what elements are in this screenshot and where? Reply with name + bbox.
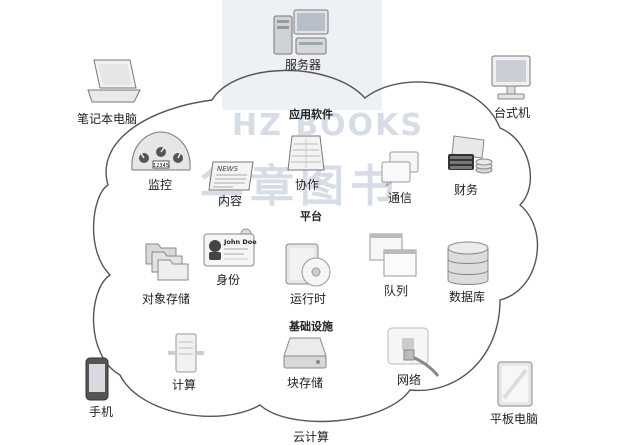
content-label: 内容 xyxy=(217,194,243,208)
monitor-code-text: 12345 xyxy=(153,163,169,169)
runtime-label: 运行时 xyxy=(289,292,327,306)
object-storage-icon xyxy=(145,243,189,281)
communication-icon xyxy=(381,151,419,186)
desktop-label: 台式机 xyxy=(493,106,531,120)
identity-icon: John Doe xyxy=(203,228,257,267)
phone-label: 手机 xyxy=(88,405,114,419)
block-storage-label: 块存储 xyxy=(286,376,324,390)
phone-icon xyxy=(85,357,109,401)
tablet-label: 平板电脑 xyxy=(489,412,539,426)
news-label-text: NEWS xyxy=(217,165,239,173)
desktop-icon xyxy=(491,55,531,100)
block-storage-icon xyxy=(283,337,327,369)
monitoring-icon: 12345 xyxy=(131,131,191,171)
runtime-icon xyxy=(285,243,331,287)
database-label: 数据库 xyxy=(448,290,486,304)
network-label: 网络 xyxy=(396,373,422,387)
network-icon xyxy=(387,327,440,377)
cloud-computing-diagram: HZ BOOKS 华章图书 服务器 笔记本电脑 台式机 应用软件 xyxy=(76,0,539,444)
laptop-label: 笔记本电脑 xyxy=(76,112,138,126)
tablet-icon xyxy=(497,361,533,407)
object-storage-label: 对象存储 xyxy=(141,292,191,306)
finance-label: 财务 xyxy=(453,183,479,197)
finance-icon xyxy=(448,135,493,174)
collaboration-icon xyxy=(287,135,325,171)
cloud-computing-caption: 云计算 xyxy=(292,430,330,444)
communication-label: 通信 xyxy=(387,191,413,205)
identity-label: 身份 xyxy=(215,273,241,287)
watermark-text-en: HZ BOOKS xyxy=(232,108,425,143)
server-icon xyxy=(273,9,329,55)
platform-section-title: 平台 xyxy=(300,210,322,223)
compute-label: 计算 xyxy=(171,378,197,392)
application-section-title: 应用软件 xyxy=(289,108,333,121)
queue-icon xyxy=(369,233,417,277)
server-label: 服务器 xyxy=(284,58,322,72)
monitoring-label: 监控 xyxy=(147,178,173,192)
compute-icon xyxy=(168,333,204,373)
cloud-outline xyxy=(92,69,539,423)
content-icon: NEWS xyxy=(208,161,254,191)
infrastructure-section-title: 基础设施 xyxy=(289,320,333,333)
queue-label: 队列 xyxy=(383,284,409,298)
collaboration-label: 协作 xyxy=(294,178,320,192)
badge-name-text: John Doe xyxy=(223,238,257,246)
laptop-icon xyxy=(87,59,141,103)
database-icon xyxy=(447,241,489,285)
